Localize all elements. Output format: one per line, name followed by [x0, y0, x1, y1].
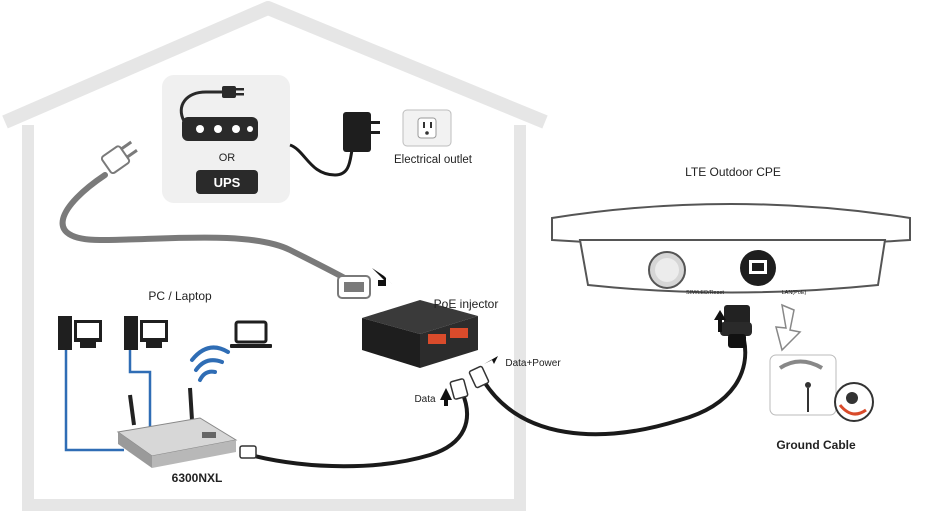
lte-cpe-label: LTE Outdoor CPE	[685, 165, 781, 179]
data-arrow-icon	[440, 388, 452, 406]
ground-arrow-icon	[775, 303, 802, 352]
power-cable	[59, 140, 392, 299]
ground-cable-label: Ground Cable	[776, 438, 856, 452]
power-source-panel: OR UPS	[162, 75, 290, 203]
power-strip-icon	[179, 86, 258, 141]
poe-injector-icon	[362, 300, 478, 368]
desktop-pc-icon	[124, 316, 168, 350]
port-left-label: SIM/LED/Reset	[686, 290, 724, 296]
lan-cables	[64, 350, 152, 452]
wifi-icon	[190, 345, 230, 382]
data-label: Data	[414, 394, 436, 405]
poe-injector-label: PoE injector	[434, 297, 499, 311]
plug-arrow-icon	[372, 268, 392, 286]
electrical-outlet-label: Electrical outlet	[394, 154, 473, 166]
data-power-cable	[468, 305, 752, 437]
ups-label: UPS	[214, 175, 241, 190]
data-cable	[239, 378, 469, 469]
port-right-label: LAN(PoE)	[782, 290, 807, 296]
router-icon	[116, 387, 238, 468]
iec-connector-icon	[337, 275, 371, 299]
data-power-label: Data+Power	[505, 358, 561, 369]
ground-cable-icon	[769, 354, 874, 422]
lte-cpe-icon	[551, 203, 911, 294]
power-adapter-icon	[289, 112, 380, 177]
waterproof-gland-icon	[720, 305, 752, 348]
desktop-pc-icon	[58, 316, 102, 350]
up-arrow-icon	[714, 310, 726, 332]
ups-icon: UPS	[196, 170, 258, 194]
laptop-icon	[230, 320, 272, 348]
wall-outlet-icon	[402, 109, 452, 147]
router-model-label: 6300NXL	[172, 471, 223, 485]
data-power-arrow-icon	[484, 356, 498, 364]
house-outline	[2, 1, 548, 511]
or-label: OR	[219, 152, 236, 164]
pc-laptop-label: PC / Laptop	[148, 289, 212, 303]
power-plug-icon	[100, 140, 138, 175]
